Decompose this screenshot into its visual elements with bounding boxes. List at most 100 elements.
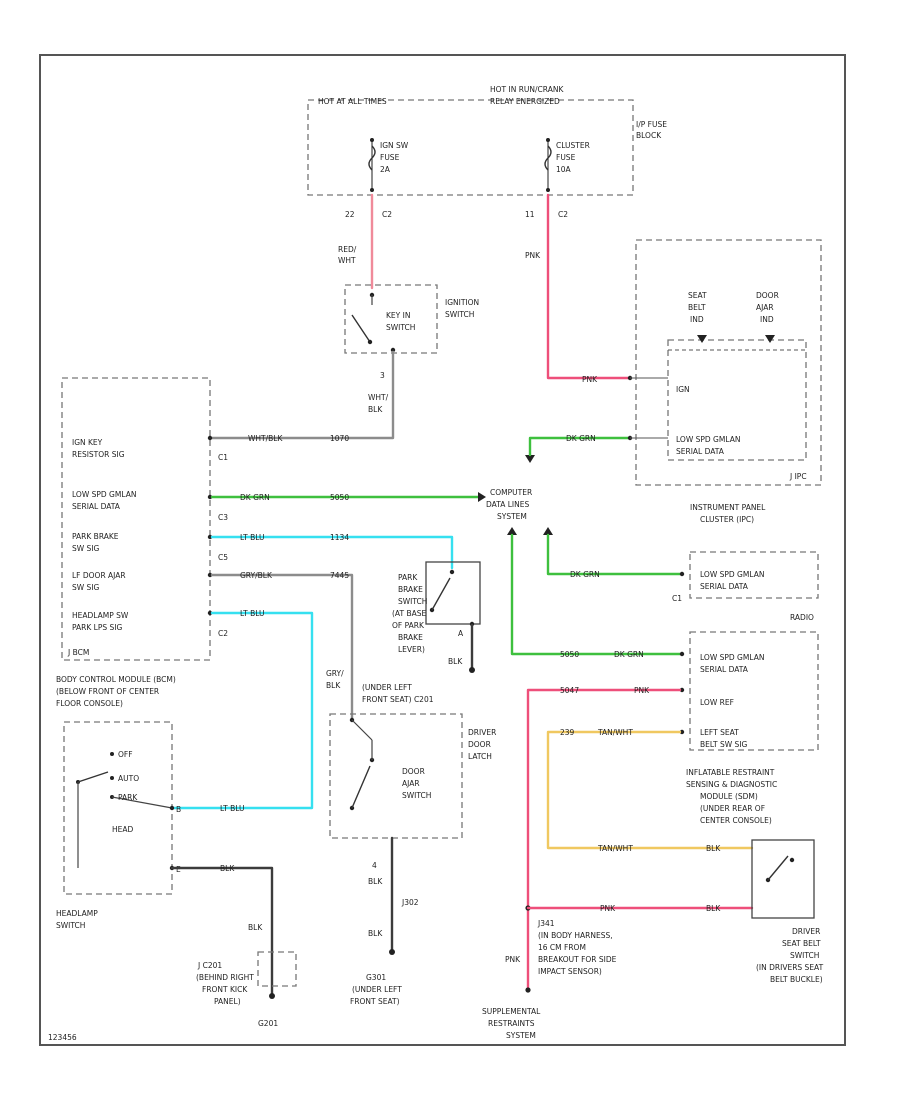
wire-blk-head-label: BLK xyxy=(220,864,235,873)
wire-wht-blk-horizontal: WHT/BLK xyxy=(248,434,283,443)
bcm-gmlan-2: SERIAL DATA xyxy=(72,502,121,511)
bcm-caption: BODY CONTROL MODULE (BCM) xyxy=(56,675,176,684)
circuit-1134: 1134 xyxy=(330,533,349,542)
sdm-caption-3: MODULE (SDM) xyxy=(700,792,758,801)
srs-label-3: SYSTEM xyxy=(506,1031,536,1040)
headlamp-name: HEADLAMP xyxy=(56,909,98,918)
ipc-caption: INSTRUMENT PANEL xyxy=(690,503,766,512)
headlamp-switch: OFF AUTO PARK HEAD B E xyxy=(63,721,181,895)
radio-title: RADIO xyxy=(790,613,814,622)
wire-wht-blk-label: WHT/ xyxy=(368,393,389,402)
belt-sw-wire-2: BLK xyxy=(706,904,721,913)
bcm-headlamp-2: PARK LPS SIG xyxy=(72,623,123,632)
ipc-gmlan-2: SERIAL DATA xyxy=(676,447,725,456)
park-brake-label-6: BRAKE xyxy=(398,633,423,642)
headlamp-auto: AUTO xyxy=(118,774,139,783)
wire-dk-grn-bcm: DK GRN xyxy=(240,493,270,502)
door-ground-3: FRONT SEAT) xyxy=(350,997,400,1006)
body-control-module: IGN KEY RESISTOR SIG LOW SPD GMLAN SERIA… xyxy=(61,377,228,661)
belt-sw-caption: DRIVER xyxy=(792,927,820,936)
bcm-conn-c3: C3 xyxy=(218,513,228,522)
wire-lt-blu-park xyxy=(210,535,454,570)
headlamp-park: PARK xyxy=(118,793,138,802)
ign-fuse-symbol xyxy=(368,145,376,171)
splice-j341-5: IMPACT SENSOR) xyxy=(538,967,602,976)
ipc-seat-belt-ind-3: IND xyxy=(690,315,704,324)
bcm-lf-door-2: SW SIG xyxy=(72,583,100,592)
splice-wire-pnk: PNK xyxy=(505,955,521,964)
park-brake-label-4: (AT BASE xyxy=(392,609,426,618)
belt-sw-caption-5: BELT BUCKLE) xyxy=(770,975,823,984)
ignition-switch-name: IGNITION xyxy=(445,298,479,307)
bcm-park-brake: PARK BRAKE xyxy=(72,532,119,541)
ground-j: J C201 xyxy=(197,961,222,970)
wire-pnk-sdm-label: PNK xyxy=(634,686,650,695)
bcm-conn-c1: C1 xyxy=(218,453,228,462)
ground-g201 xyxy=(257,951,297,999)
cdl-label: COMPUTER xyxy=(490,488,532,497)
fuse-hot-at-all-times: HOT AT ALL TIMES xyxy=(318,97,387,106)
door-latch-name-2: DOOR xyxy=(468,740,491,749)
door-latch-name-3: LATCH xyxy=(468,752,492,761)
cdl-label-3: SYSTEM xyxy=(497,512,527,521)
ground-g201-label: G201 xyxy=(258,1019,278,1028)
ipc-seat-belt-ind: SEAT xyxy=(688,291,707,300)
cluster-fuse-connector: C2 xyxy=(558,210,568,219)
ipc-gmlan: LOW SPD GMLAN xyxy=(676,435,740,444)
park-brake-label-7: LEVER) xyxy=(398,645,425,654)
wire-dk-grn-ipc: DK GRN xyxy=(566,434,596,443)
bcm-tag: J BCM xyxy=(67,648,89,657)
belt-sw-wire: BLK xyxy=(706,844,721,853)
bcm-gmlan: LOW SPD GMLAN xyxy=(72,490,136,499)
ipc-seat-belt-ind-2: BELT xyxy=(688,303,706,312)
wire-gry-blk xyxy=(210,573,354,722)
door-location-2: FRONT SEAT) C201 xyxy=(362,695,434,704)
sdm-caption-5: CENTER CONSOLE) xyxy=(700,816,772,825)
door-latch-name: DRIVER xyxy=(468,728,496,737)
cluster-fuse-name: CLUSTER xyxy=(556,141,590,150)
radio-module: LOW SPD GMLAN SERIAL DATA C1 xyxy=(672,551,819,603)
headlamp-pin-e: E xyxy=(176,865,181,874)
ground-loc-3: PANEL) xyxy=(214,997,241,1006)
door-blk: BLK xyxy=(368,877,383,886)
ipc-door-ajar-ind-3: IND xyxy=(760,315,774,324)
cluster-fuse-symbol xyxy=(544,145,552,171)
ignition-switch-name-2: SWITCH xyxy=(445,310,474,319)
splice-j341: J341 xyxy=(537,919,555,928)
cluster-fuse-pin: 11 xyxy=(525,210,535,219)
wire-gmlan-sdm xyxy=(510,533,682,656)
wire-blk-head-label-2: BLK xyxy=(248,923,263,932)
door-ground: G301 xyxy=(366,973,386,982)
ign-fuse-rating: 2A xyxy=(380,165,391,174)
wire-lt-blu-head xyxy=(170,611,314,810)
sdm-gmlan: LOW SPD GMLAN xyxy=(700,653,764,662)
sdm-low-ref: LOW REF xyxy=(700,698,734,707)
wire-lt-blu-park-label: LT BLU xyxy=(240,533,265,542)
circuit-1070: 1070 xyxy=(330,434,349,443)
wire-wht-blk xyxy=(210,350,395,440)
sdm-caption-2: SENSING & DIAGNOSTIC xyxy=(686,780,777,789)
park-brake-label-5: OF PARK xyxy=(392,621,425,630)
ipc-ign: IGN xyxy=(676,385,690,394)
ign-fuse-word: FUSE xyxy=(380,153,400,162)
bcm-lf-door: LF DOOR AJAR xyxy=(72,571,126,580)
wire-gry-blk-v: GRY/ xyxy=(326,669,344,678)
wire-pnk-label: PNK xyxy=(525,251,541,260)
ign-fuse-pin: 22 xyxy=(345,210,355,219)
wire-gmlan-ipc xyxy=(528,436,630,457)
wire-pnk-cluster xyxy=(546,193,630,380)
circuit-5050-sdm: 5050 xyxy=(560,650,579,659)
wire-pnk-beltsw-label: PNK xyxy=(600,904,616,913)
radio-conn: C1 xyxy=(672,594,682,603)
driver-door-latch: DOOR AJAR SWITCH xyxy=(329,713,463,839)
splice-j341-4: BREAKOUT FOR SIDE xyxy=(538,955,617,964)
sdm-gmlan-2: SERIAL DATA xyxy=(700,665,749,674)
bcm-ign-key: IGN KEY xyxy=(72,438,103,447)
door-ajar-indicator-icon xyxy=(765,335,775,343)
circuit-5047: 5047 xyxy=(560,686,579,695)
park-brake-wire: BLK xyxy=(448,657,463,666)
ground-loc-2: FRONT KICK xyxy=(202,985,248,994)
fuse-block: HOT AT ALL TIMES HOT IN RUN/CRANK RELAY … xyxy=(307,85,667,219)
park-brake-switch: PARK BRAKE SWITCH (AT BASE OF PARK BRAKE… xyxy=(392,561,481,673)
